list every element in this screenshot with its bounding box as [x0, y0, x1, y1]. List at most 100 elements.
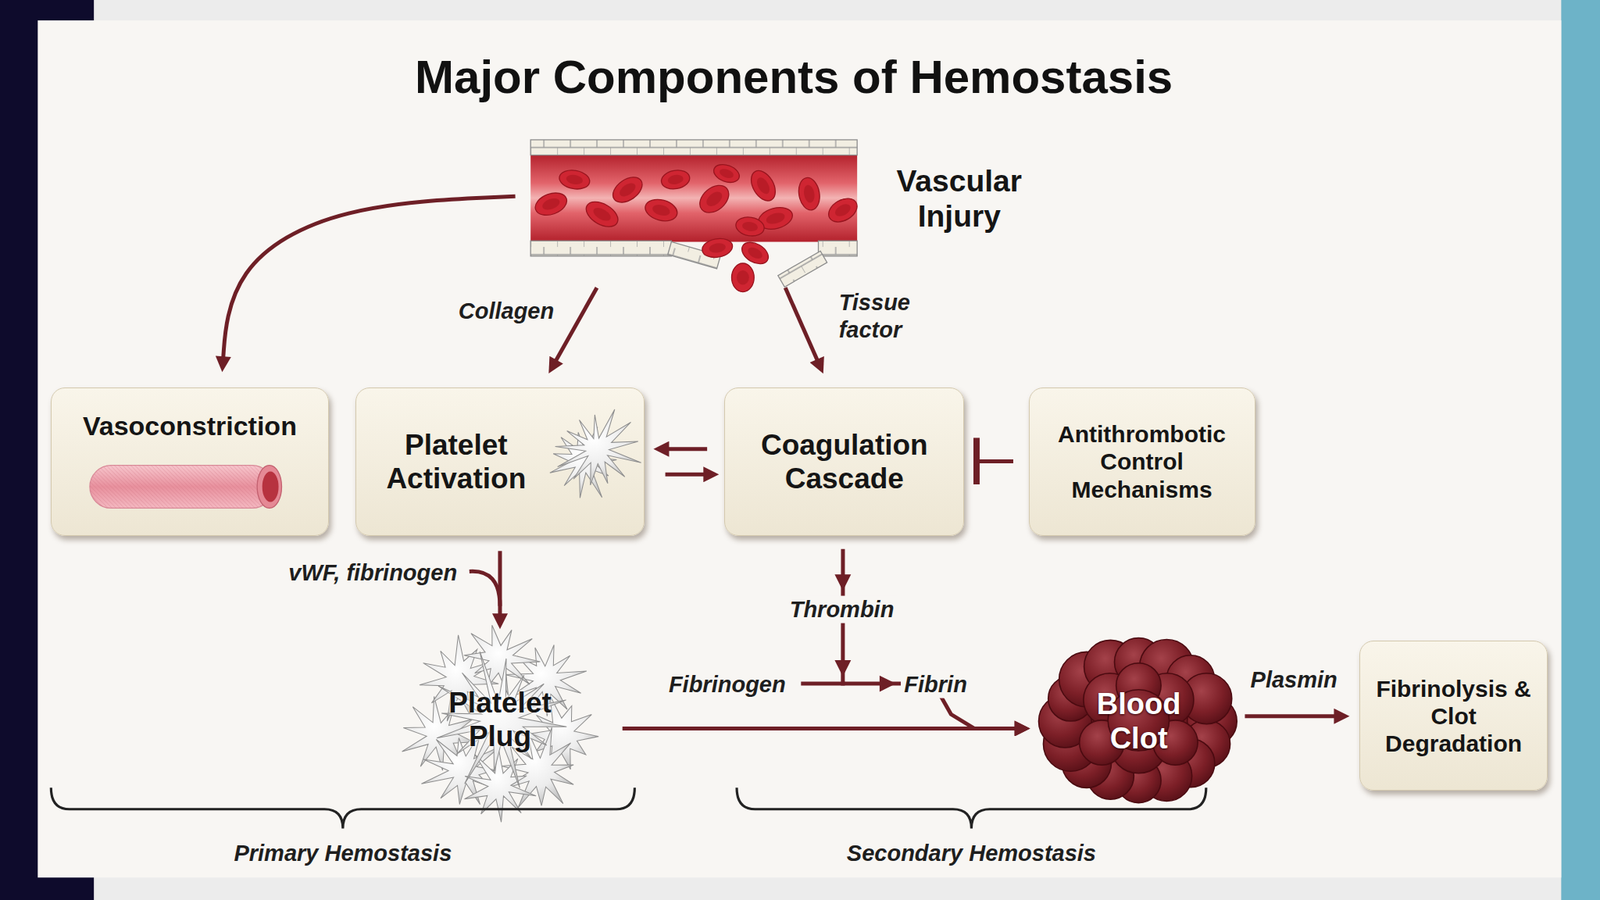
cell-center	[565, 173, 584, 186]
red-cell	[738, 238, 772, 269]
cell-body	[557, 167, 592, 192]
cell-center	[617, 180, 638, 200]
node-title: Blood Clot	[1069, 686, 1209, 757]
cell-body	[642, 196, 680, 225]
cell-body	[734, 214, 766, 239]
platelet-star	[436, 651, 567, 789]
vessel-wall	[818, 240, 858, 257]
red-cell	[710, 160, 742, 186]
cell-body	[824, 193, 861, 227]
flow-arrow	[785, 287, 822, 370]
tube-body	[89, 465, 274, 509]
vessel-wall	[530, 139, 858, 156]
vessel-tube	[89, 465, 283, 509]
red-cell	[700, 235, 735, 260]
stage-caption: Secondary Hemostasis	[846, 839, 1097, 868]
edge-label: vWF, fibrinogen	[288, 558, 458, 586]
arrow-head	[834, 660, 851, 677]
process-box: Vasoconstriction	[50, 387, 329, 536]
edge-label: Thrombin	[786, 595, 898, 623]
flow-arrow	[622, 726, 1026, 731]
clot-blob: Blood Clot	[1040, 640, 1237, 802]
bracket	[736, 787, 1207, 829]
cell-body	[694, 179, 734, 218]
flow-arrow	[497, 550, 502, 625]
red-cell	[694, 179, 734, 218]
node-title: Fibrinolysis & Clot Degradation	[1367, 675, 1540, 758]
node-title: Vascular Injury	[882, 163, 1036, 235]
clot-outline	[1040, 640, 1237, 802]
cell-center	[741, 220, 759, 233]
cell-body	[731, 263, 754, 293]
reaction-label: Fibrin	[900, 671, 971, 699]
flow-arrow	[550, 287, 597, 370]
blood-vessel	[530, 139, 861, 293]
cell-center	[736, 270, 750, 285]
red-cell	[734, 214, 766, 239]
arrow-head	[879, 675, 897, 693]
cell-body	[700, 235, 735, 260]
tube-texture	[89, 465, 274, 509]
flow-arrow	[1244, 714, 1345, 718]
cell-body	[608, 171, 647, 208]
node-title: Coagulation Cascade	[731, 428, 958, 497]
vessel-lumen	[530, 153, 858, 242]
red-cells	[700, 235, 772, 292]
stage-caption: Primary Hemostasis	[233, 839, 452, 868]
process-box: Platelet Activation	[355, 387, 646, 536]
red-cell	[731, 263, 754, 293]
red-cell	[756, 203, 796, 233]
bracket	[50, 787, 635, 829]
inhibition-line	[976, 459, 1014, 464]
cell-body	[660, 167, 692, 192]
process-box: Antithrombotic Control Mechanisms	[1028, 387, 1256, 536]
red-cell	[824, 193, 861, 227]
vessel-wall	[530, 240, 672, 257]
node-title: Vasoconstriction	[82, 410, 297, 443]
cell-center	[832, 201, 853, 219]
node-title: Platelet Activation	[361, 428, 550, 497]
platelet-cluster: Platelet Plug	[397, 632, 602, 807]
diagram-title: Major Components of Hemostasis	[414, 49, 1173, 104]
cell-center	[746, 245, 765, 261]
cell-body	[738, 238, 772, 269]
joining-line	[469, 571, 500, 607]
flow-arrow	[665, 472, 715, 477]
red-cell	[582, 196, 623, 233]
red-cell	[746, 166, 781, 205]
flow-arrow	[842, 549, 1026, 729]
tube-end	[257, 465, 282, 509]
cell-center	[754, 175, 773, 196]
cell-center	[717, 167, 735, 180]
red-cell	[660, 167, 692, 192]
flow-arrow	[222, 196, 516, 368]
arrow-head	[834, 574, 851, 591]
process-box: Coagulation Cascade	[724, 387, 965, 536]
node-title: Platelet Plug	[428, 685, 572, 754]
platelet-star	[555, 409, 642, 486]
cell-center	[764, 210, 786, 226]
side-band	[1560, 0, 1600, 900]
platelet-star	[550, 427, 617, 499]
red-cell	[608, 171, 647, 208]
injury-node: Vascular Injury	[530, 137, 858, 296]
wall-fragment	[667, 242, 721, 269]
red-cells	[532, 160, 861, 238]
platelet-star	[464, 745, 537, 822]
edge-label: Tissue factor	[839, 289, 952, 344]
red-cell	[642, 196, 680, 225]
cell-center	[651, 203, 672, 218]
process-box: Fibrinolysis & Clot Degradation	[1359, 640, 1549, 791]
flow-arrow	[657, 446, 708, 451]
group-brackets	[50, 787, 1207, 829]
edge-label: Plasmin	[1250, 665, 1338, 693]
reaction-line	[800, 682, 845, 686]
tube-opening	[262, 471, 279, 502]
platelet-symbol	[550, 409, 642, 498]
cell-center	[667, 173, 685, 186]
wall-fragment	[778, 250, 828, 287]
cell-body	[746, 166, 781, 205]
cell-center	[540, 196, 561, 212]
red-cell	[796, 175, 822, 212]
